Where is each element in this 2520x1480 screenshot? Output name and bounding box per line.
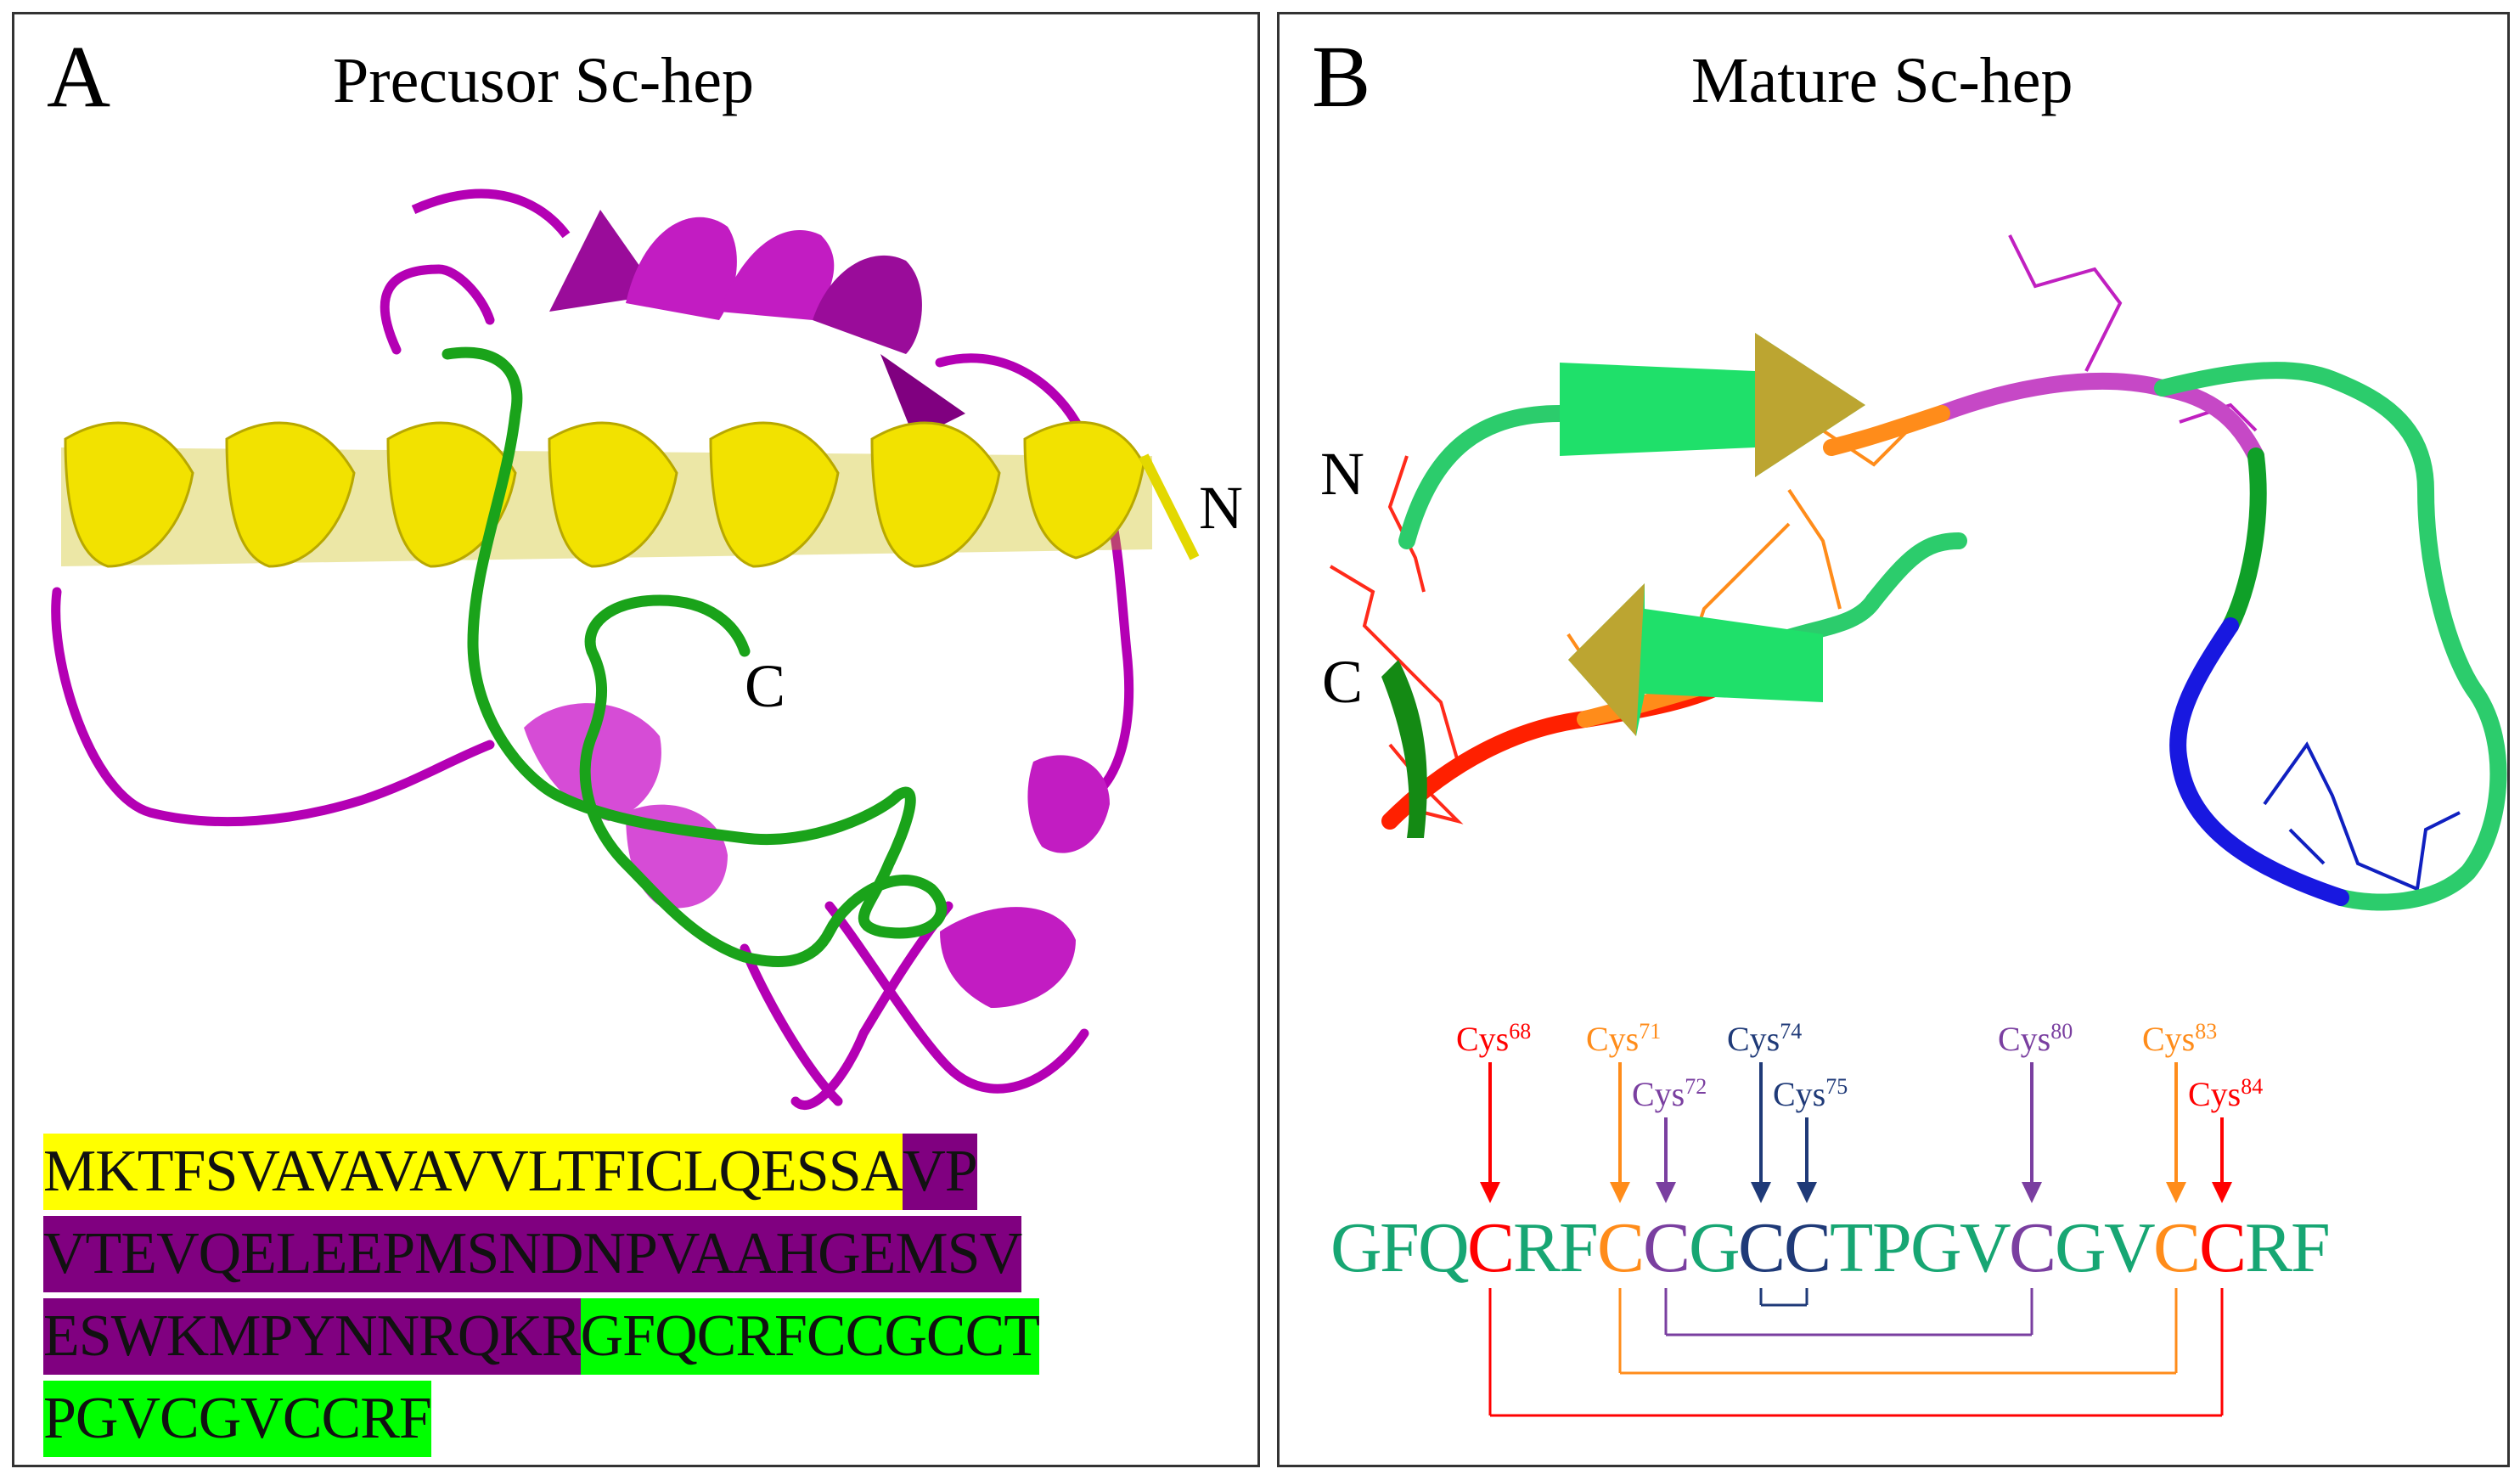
sequence-segment-yellow: MKTFSVAVAVAVVLTFICLQESSA — [43, 1134, 903, 1210]
sequence-line: MKTFSVAVAVAVVLTFICLQESSAVP — [43, 1134, 978, 1210]
arrow-head — [2022, 1182, 2042, 1203]
residue: Q — [1418, 1208, 1470, 1287]
residue: F — [1559, 1208, 1599, 1287]
precursor-yellow-helix — [61, 420, 1200, 568]
panel-b-title: Mature Sc-hep — [1691, 45, 2073, 116]
residue: P — [1872, 1208, 1912, 1287]
sequence-segment-purple: ESWKMPYNNRQKR — [43, 1298, 582, 1375]
arrow-head — [1656, 1182, 1676, 1203]
residue: V — [1960, 1208, 2011, 1287]
precursor-c-terminus: C — [745, 652, 785, 720]
arrow-head — [1751, 1182, 1771, 1203]
cysteine-residue: C — [1738, 1208, 1786, 1287]
sequence-segment-green: GFQCRFCCGCCT — [580, 1298, 1040, 1375]
residue: G — [1689, 1208, 1741, 1287]
cys-label: Cys71 — [1586, 1019, 1661, 1059]
mature-n-terminus: N — [1320, 440, 1364, 508]
mature-c-terminus: C — [1322, 648, 1363, 716]
precursor-top-helix — [411, 189, 965, 439]
arrow-head — [2212, 1182, 2232, 1203]
sequence-line: VTEVQELEEPMSNDNPVAAHGEMSV — [43, 1216, 1022, 1292]
cysteine-residue: C — [2009, 1208, 2056, 1287]
residue: G — [2055, 1208, 2107, 1287]
cysteine-residue: C — [1597, 1208, 1645, 1287]
precursor-n-terminus: N — [1199, 474, 1243, 542]
residue: F — [1380, 1208, 1420, 1287]
residue: G — [1910, 1208, 1962, 1287]
panel-a: A Precusor Sc-hep — [12, 12, 1260, 1467]
arrow-head — [1610, 1182, 1630, 1203]
precursor-lower-helices — [524, 703, 1110, 1008]
sequence-segment-purple: VP — [903, 1134, 978, 1210]
residue: R — [1513, 1208, 1561, 1287]
sequence-line: PGVCGVCCRF — [43, 1381, 432, 1457]
arrow-head — [1480, 1182, 1500, 1203]
residue: V — [2104, 1208, 2156, 1287]
precursor-structure: N C — [51, 189, 1243, 1110]
panel-a-label: A — [47, 28, 111, 126]
panel-a-title: Precusor Sc-hep — [333, 45, 754, 116]
residue: T — [1830, 1208, 1873, 1287]
cysteine-residue: C — [2199, 1208, 2247, 1287]
cys-label: Cys75 — [1773, 1074, 1848, 1114]
cysteine-residue: C — [2153, 1208, 2201, 1287]
mature-backbone — [1381, 362, 2507, 911]
residue: G — [1330, 1208, 1382, 1287]
mature-beta-strands — [1381, 333, 1865, 838]
residue: R — [2245, 1208, 2292, 1287]
cysteine-residue: C — [1643, 1208, 1690, 1287]
cys-label: Cys72 — [1632, 1074, 1707, 1114]
panel-b: B Mature Sc-hep — [1277, 12, 2510, 1467]
cys-label: Cys84 — [2188, 1074, 2263, 1114]
sequence-segment-purple: VTEVQELEEPMSNDNPVAAHGEMSV — [43, 1216, 1022, 1292]
residue: F — [2291, 1208, 2331, 1287]
panel-b-label: B — [1312, 28, 1371, 126]
cys-label: Cys68 — [1456, 1019, 1531, 1059]
sequence-line: ESWKMPYNNRQKRGFQCRFCCGCCT — [43, 1298, 1040, 1375]
arrow-head — [1797, 1182, 1817, 1203]
cysteine-residue: C — [1784, 1208, 1831, 1287]
sequence-segment-green: PGVCGVCCRF — [43, 1381, 432, 1457]
cys-label: Cys74 — [1727, 1019, 1802, 1059]
cysteine-residue: C — [1467, 1208, 1515, 1287]
cys-label: Cys80 — [1998, 1019, 2073, 1059]
arrow-head — [2166, 1182, 2186, 1203]
cys-label: Cys83 — [2142, 1019, 2217, 1059]
mature-side-chains — [1329, 234, 2461, 892]
precursor-green-coil — [442, 346, 948, 968]
